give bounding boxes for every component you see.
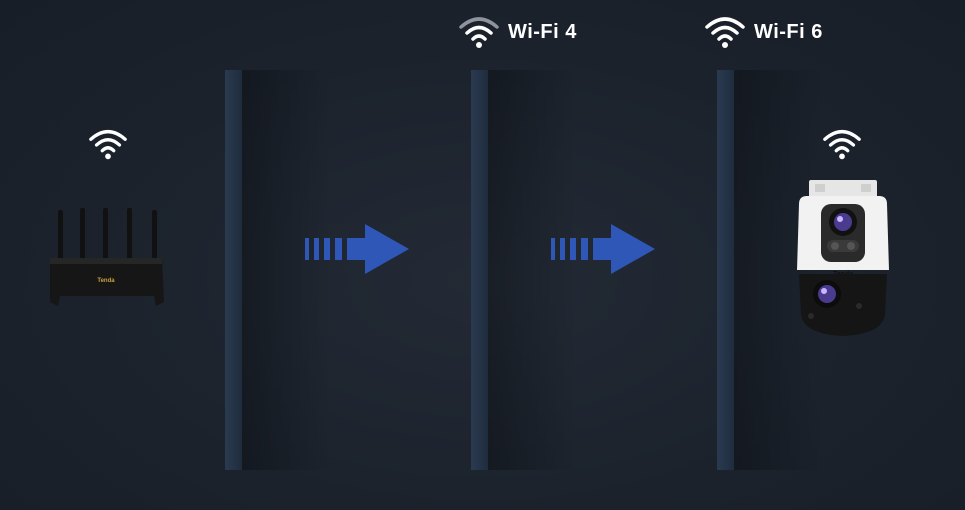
wifi-icon — [705, 17, 745, 48]
wifi-weak-icon — [459, 17, 499, 48]
router: Tenda — [50, 208, 164, 306]
wifi4-text: Wi-Fi 4 — [508, 20, 577, 43]
arrow-icon-1 — [305, 224, 409, 274]
wifi6-text: Wi-Fi 6 — [754, 20, 823, 43]
router-brand: Tenda — [97, 278, 115, 284]
wifi6-label: Wi-Fi 6 — [704, 14, 823, 50]
camera-wifi-icon — [823, 129, 861, 160]
router-wifi-icon — [89, 129, 127, 160]
arrow-icon-2 — [551, 224, 655, 274]
wall-1 — [225, 70, 332, 470]
wall-3 — [717, 70, 824, 470]
wifi4-label: Wi-Fi 4 — [458, 14, 577, 50]
wall-2 — [471, 70, 578, 470]
camera: Tenda — [797, 180, 889, 336]
